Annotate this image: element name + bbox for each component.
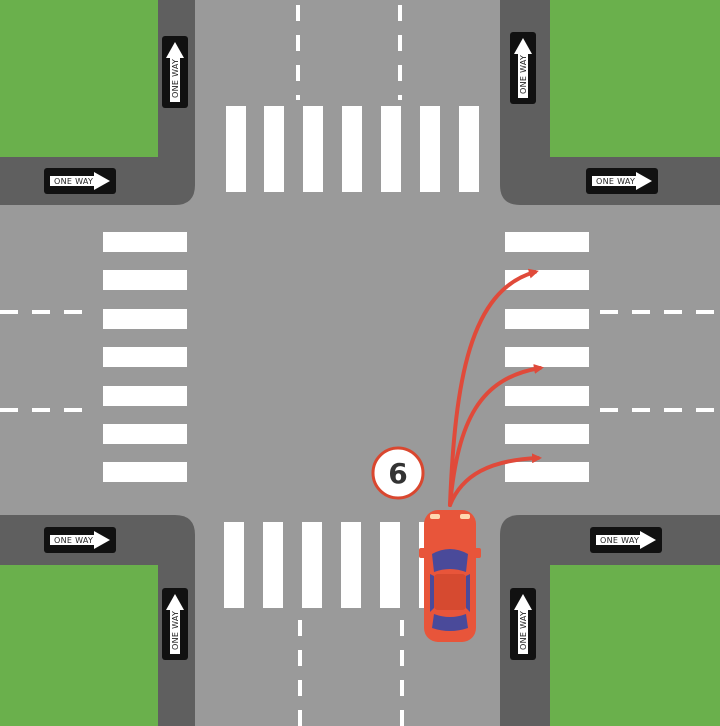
one-way-sign-label: ONE WAY	[600, 536, 639, 545]
one-way-sign-left-upper: ONE WAY	[162, 36, 188, 108]
one-way-sign-top-right: ONE WAY	[586, 168, 658, 194]
one-way-arrow-icon	[514, 38, 532, 98]
car-top-view-icon	[419, 510, 481, 642]
path-arrow-near	[448, 453, 542, 507]
one-way-sign-label: ONE WAY	[171, 611, 180, 650]
one-way-sign-label: ONE WAY	[171, 59, 180, 98]
one-way-arrow-icon	[50, 531, 110, 549]
grass-bottom-left	[0, 565, 158, 726]
one-way-sign-left-lower: ONE WAY	[162, 588, 188, 660]
one-way-sign-bottom-right: ONE WAY	[590, 527, 662, 553]
path-arrow-far	[448, 268, 539, 507]
one-way-arrow-icon	[50, 172, 110, 190]
one-way-sign-right-upper: ONE WAY	[510, 32, 536, 104]
one-way-sign-label: ONE WAY	[596, 177, 635, 186]
path-arrow-middle	[448, 364, 544, 507]
crosswalk-left	[103, 232, 187, 482]
one-way-arrow-icon	[166, 594, 184, 654]
one-way-sign-label: ONE WAY	[519, 55, 528, 94]
car-rear-window	[432, 614, 468, 631]
one-way-arrow-icon	[596, 531, 656, 549]
one-way-arrow-icon	[166, 42, 184, 102]
crosswalk-top	[226, 106, 479, 192]
one-way-sign-right-lower: ONE WAY	[510, 588, 536, 660]
one-way-arrow-icon	[592, 172, 652, 190]
one-way-arrow-icon	[514, 594, 532, 654]
lane-markings-right	[600, 310, 720, 412]
grass-bottom-right	[550, 565, 720, 726]
one-way-sign-label: ONE WAY	[54, 536, 93, 545]
one-way-sign-bottom-left: ONE WAY	[44, 527, 116, 553]
turn-paths	[448, 268, 544, 507]
lane-markings-top	[296, 5, 402, 100]
car-windshield	[432, 549, 468, 572]
one-way-sign-label: ONE WAY	[54, 177, 93, 186]
lane-markings-left	[0, 310, 95, 412]
grass-top-left	[0, 0, 158, 157]
one-way-sign-label: ONE WAY	[519, 611, 528, 650]
grass-top-right	[550, 0, 720, 157]
one-way-sign-top-left: ONE WAY	[44, 168, 116, 194]
step-badge: 6	[371, 446, 425, 500]
crosswalk-right	[505, 232, 589, 482]
step-badge-label: 6	[388, 457, 407, 490]
